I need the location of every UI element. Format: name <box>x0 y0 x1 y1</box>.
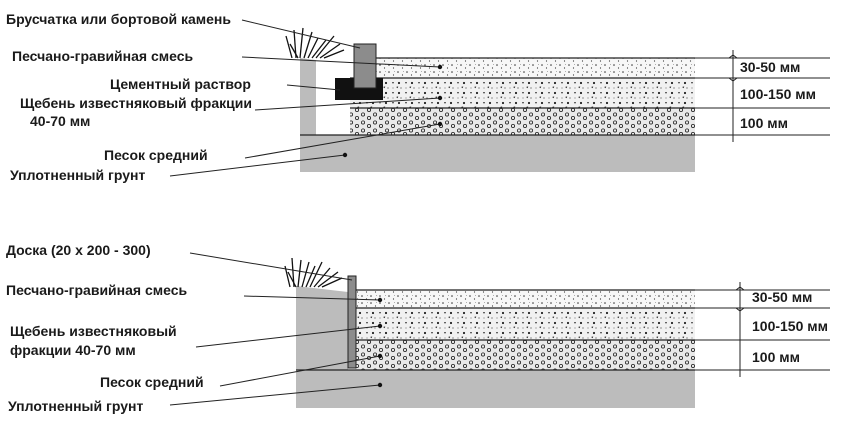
top-dim-30-50: 30-50 мм <box>740 59 800 75</box>
top-label-sand: Песок средний <box>104 147 208 163</box>
top-sand-layer <box>350 108 695 135</box>
bottom-dim-30-50: 30-50 мм <box>752 289 812 305</box>
bottom-label-board: Доска (20 х 200 - 300) <box>6 242 151 258</box>
top-crushed-stone-layer <box>350 78 695 108</box>
bottom-sand-layer <box>355 340 695 370</box>
bottom-label-crushed-stone-2: фракции 40-70 мм <box>10 342 136 358</box>
top-label-crushed-stone-1: Щебень известняковый фракции <box>20 95 252 111</box>
top-label-paver: Брусчатка или бортовой камень <box>6 11 231 27</box>
top-dimension-lines <box>695 50 830 142</box>
top-sand-gravel-layer <box>376 58 695 78</box>
bottom-soil-edge <box>296 286 348 408</box>
bottom-board <box>347 275 357 369</box>
bottom-label-sand-gravel: Песчано-гравийная смесь <box>6 282 187 298</box>
bottom-diagram: Доска (20 х 200 - 300) Песчано-гравийная… <box>6 242 830 414</box>
bottom-soil-layer <box>300 370 695 408</box>
bottom-leader-lines <box>169 252 383 406</box>
top-diagram: Брусчатка или бортовой камень Песчано-гр… <box>6 11 830 183</box>
bottom-sand-gravel-layer <box>355 290 695 308</box>
top-curb-stone <box>353 43 377 89</box>
top-label-cement: Цементный раствор <box>110 76 251 92</box>
bottom-crushed-stone-layer <box>355 308 695 340</box>
bottom-label-soil: Уплотненный грунт <box>8 398 143 414</box>
top-label-soil: Уплотненный грунт <box>10 167 145 183</box>
bottom-label-sand: Песок средний <box>100 374 204 390</box>
bottom-dim-100-150: 100-150 мм <box>752 318 828 334</box>
bottom-grass-icon <box>284 257 343 288</box>
top-label-crushed-stone-2: 40-70 мм <box>30 113 90 129</box>
top-label-sand-gravel: Песчано-гравийная смесь <box>12 48 193 64</box>
bottom-dim-100: 100 мм <box>752 349 800 365</box>
top-dim-100-150: 100-150 мм <box>740 86 816 102</box>
bottom-label-crushed-stone-1: Щебень известняковый <box>10 323 177 339</box>
top-soil-layer <box>300 135 695 172</box>
bottom-dimension-lines <box>695 282 830 377</box>
top-leader-lines <box>169 19 443 177</box>
top-dim-100: 100 мм <box>740 115 788 131</box>
top-soil-edge <box>300 58 316 172</box>
